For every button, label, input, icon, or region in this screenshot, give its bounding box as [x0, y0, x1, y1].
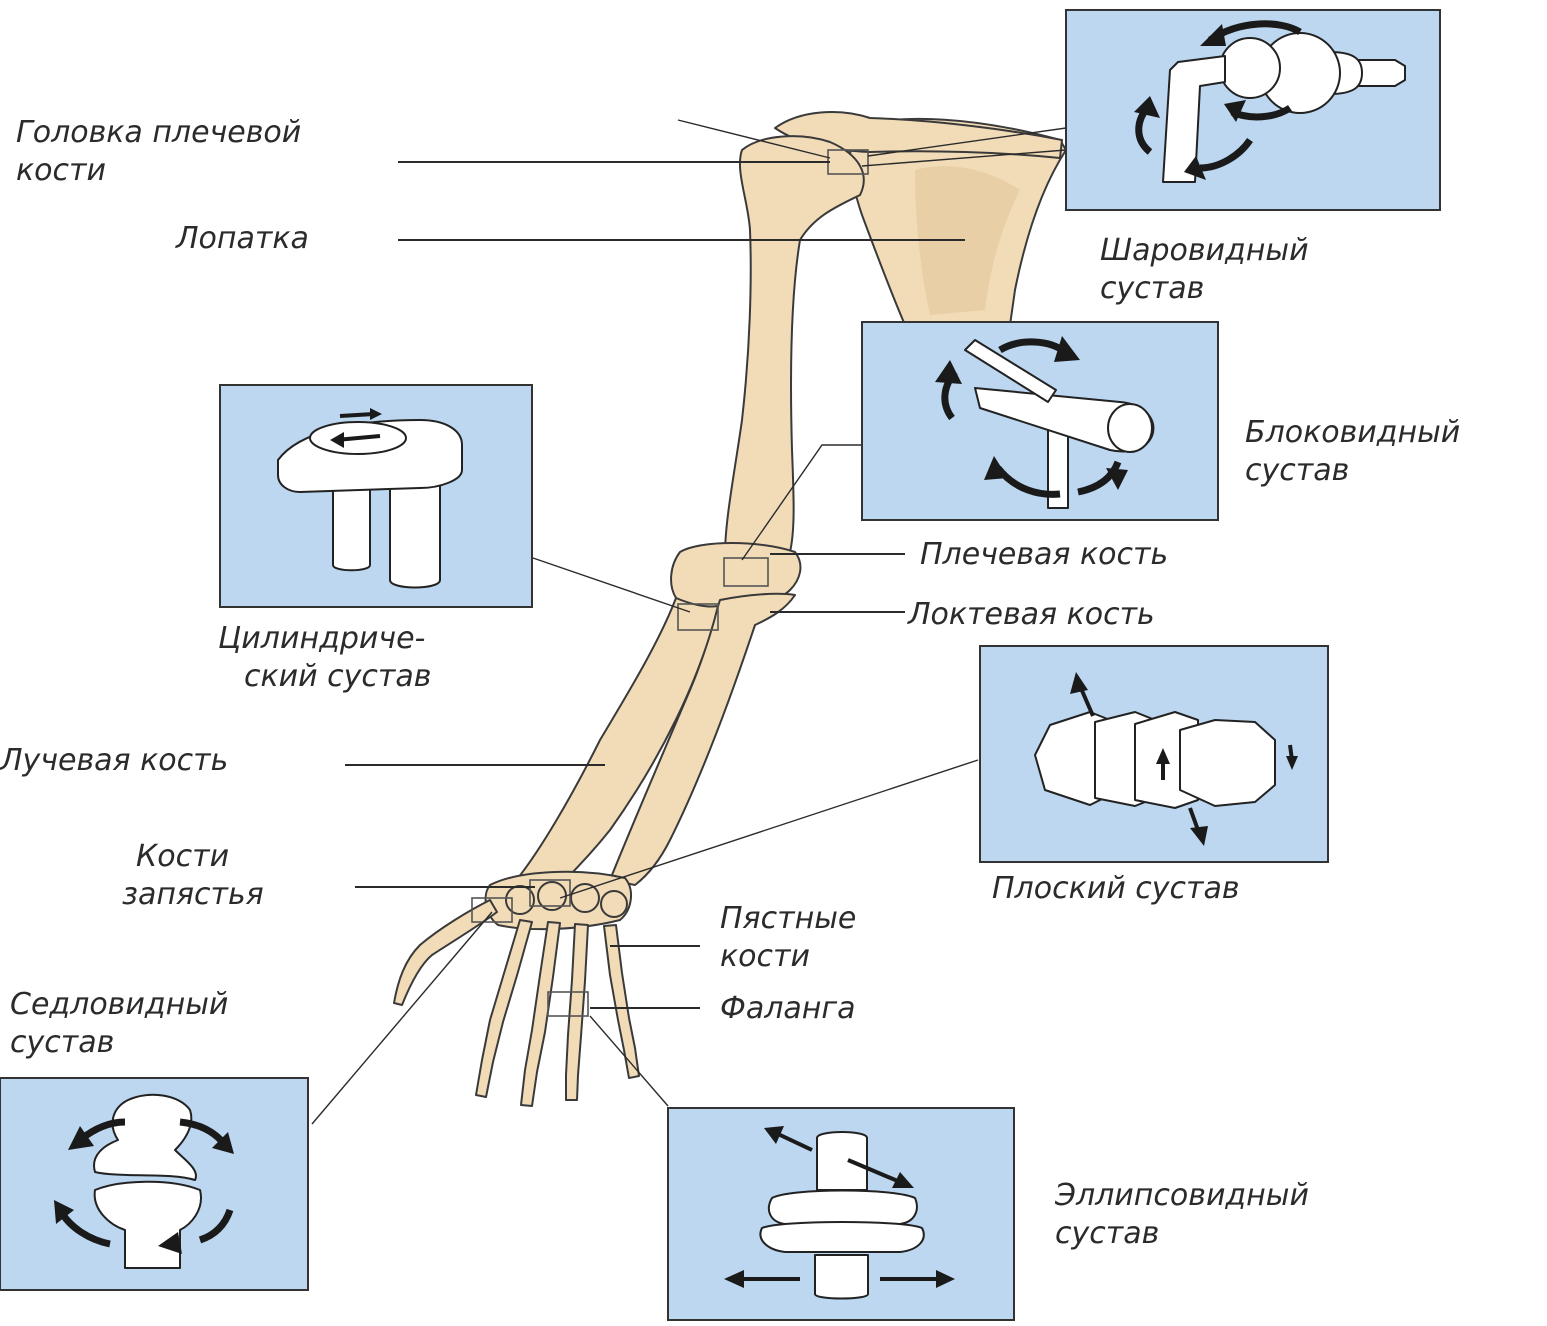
ball-joint-label: Шаровидный [1100, 233, 1309, 268]
pivot-joint-label: Цилиндриче- [218, 621, 425, 656]
ulna-label: Локтевая кость [907, 597, 1155, 632]
phalanx-label: Фаланга [720, 991, 856, 1026]
pivot-joint-panel [220, 385, 532, 607]
ball-joint-label-2: сустав [1100, 271, 1204, 306]
saddle-joint-label-2: сустав [10, 1025, 114, 1060]
plane-joint-panel [980, 646, 1328, 862]
metacarpals-label-2: кости [720, 939, 810, 974]
scapula-label: Лопатка [175, 221, 309, 256]
humerus-label: Плечевая кость [920, 537, 1168, 572]
thumb-bones [394, 900, 497, 1005]
carpals-label: Кости [136, 839, 229, 874]
hinge-joint-panel [862, 322, 1218, 520]
saddle-joint-panel [0, 1078, 308, 1290]
humerus-head-label: Головка плечевой [16, 115, 301, 150]
ellipsoid-joint-label: Эллипсовидный [1054, 1178, 1309, 1213]
ball-joint-panel [1066, 10, 1440, 210]
saddle-joint-label: Седловидный [10, 987, 228, 1022]
plane-joint-label: Плоский сустав [992, 871, 1240, 906]
metacarpals-label: Пястные [720, 901, 856, 936]
hinge-joint-label-2: сустав [1245, 453, 1349, 488]
humerus-head-label-2: кости [16, 153, 106, 188]
radius-label: Лучевая кость [0, 743, 228, 778]
humerus-bone [725, 136, 864, 558]
pivot-joint-label-2: ский сустав [244, 659, 431, 694]
ellipsoid-joint-panel [668, 1108, 1014, 1320]
finger-bones [476, 920, 639, 1106]
hinge-joint-label: Блоковидный [1245, 415, 1460, 450]
ellipsoid-joint-label-2: сустав [1055, 1216, 1159, 1251]
carpals-label-2: запястья [122, 877, 264, 912]
